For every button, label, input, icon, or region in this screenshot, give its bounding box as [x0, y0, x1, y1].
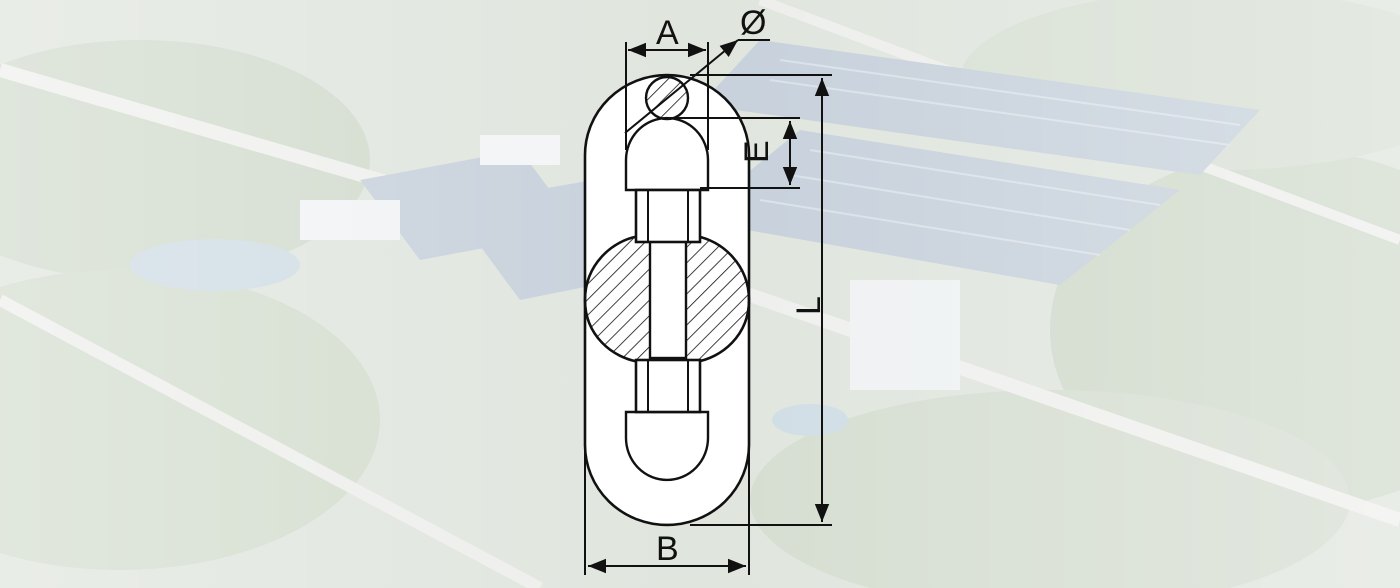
label-a: A: [656, 14, 679, 52]
label-b: B: [656, 530, 679, 568]
lower-nut: [634, 358, 702, 414]
upper-link-opening: [624, 116, 710, 192]
label-diameter: Ø: [740, 4, 766, 42]
dimension-lines: [584, 39, 832, 575]
link-body: [583, 73, 751, 527]
dimension-diameter-leader: [624, 39, 739, 134]
dimension-labels: A Ø E L B: [656, 4, 828, 568]
label-e: E: [738, 140, 776, 163]
label-l: L: [790, 296, 828, 315]
swivel-pin: [648, 238, 688, 360]
upper-nut: [634, 188, 702, 244]
lower-link-opening: [624, 410, 710, 482]
